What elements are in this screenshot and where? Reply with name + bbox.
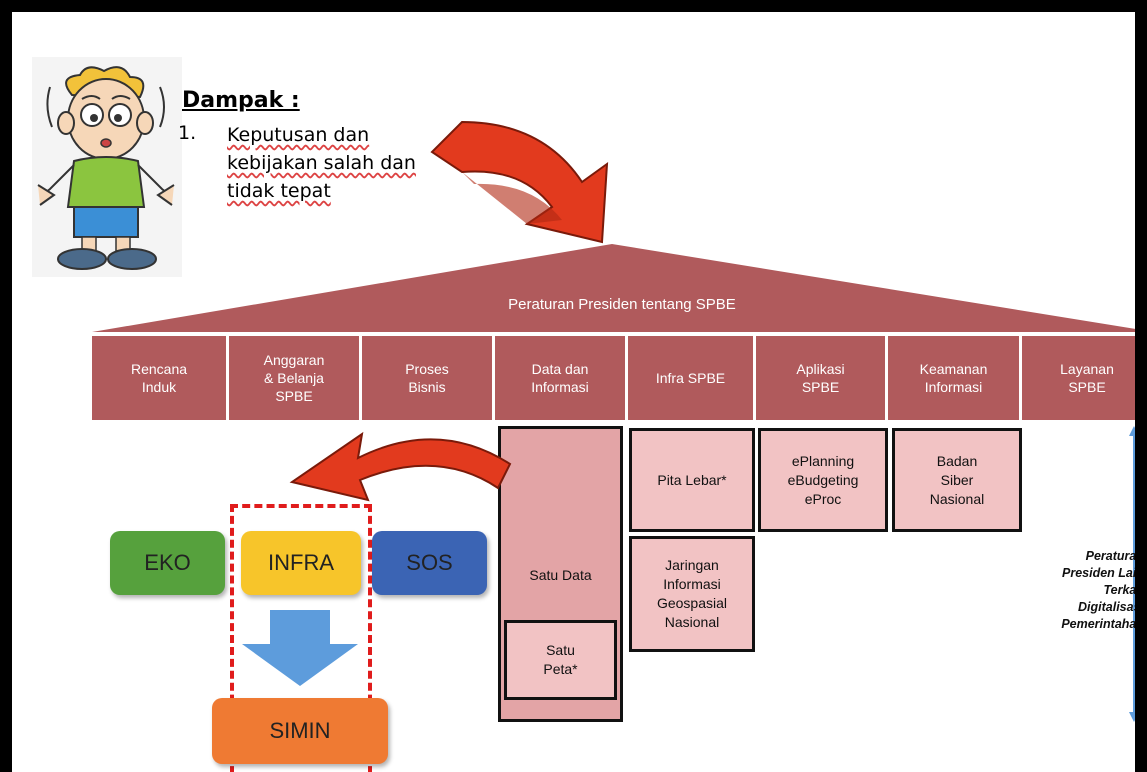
infra-highlight-dashed [230,504,372,772]
pillar-anggaran-belanja: Anggaran & Belanja SPBE [229,336,362,420]
confused-boy-illustration [32,57,182,277]
roof-title: Peraturan Presiden tentang SPBE [508,296,736,313]
pillar-aplikasi-spbe: Aplikasi SPBE [756,336,888,420]
pita-lebar-box: Pita Lebar* [629,428,755,532]
satu-data-label: Satu Data [529,567,592,583]
jaringan-informasi-box: Jaringan Informasi Geospasial Nasional [629,536,755,652]
badan-siber-box: Badan Siber Nasional [892,428,1022,532]
sector-infra: INFRA [241,531,361,595]
roof-triangle [92,244,1135,332]
pillar-data-informasi: Data dan Informasi [495,336,628,420]
impact-heading: Dampak : [182,88,300,113]
curved-arrow-left [289,431,512,502]
curved-arrow-down-right [430,120,609,244]
impact-item-text: Keputusan dan kebijakan salah dan tidak … [227,124,416,202]
sector-simin: SIMIN [212,698,388,764]
eplanning-box: ePlanning eBudgeting eProc [758,428,888,532]
pillar-proses-bisnis: Proses Bisnis [362,336,495,420]
down-arrow [242,610,358,686]
pillar-keamanan-informasi: Keamanan Informasi [888,336,1022,420]
pillar-infra-spbe: Infra SPBE [628,336,756,420]
satu-peta-box: Satu Peta* [504,620,617,700]
sector-sos: SOS [372,531,487,595]
sector-eko: EKO [110,531,225,595]
vertical-double-arrow [1129,426,1135,722]
pillar-rencana-induk: Rencana Induk [92,336,229,420]
pillar-layanan-spbe: Layanan SPBE [1022,336,1135,420]
side-note: Peraturan Presiden Lain Terkait Digitali… [1061,549,1144,631]
impact-item-number: 1. [178,122,197,144]
